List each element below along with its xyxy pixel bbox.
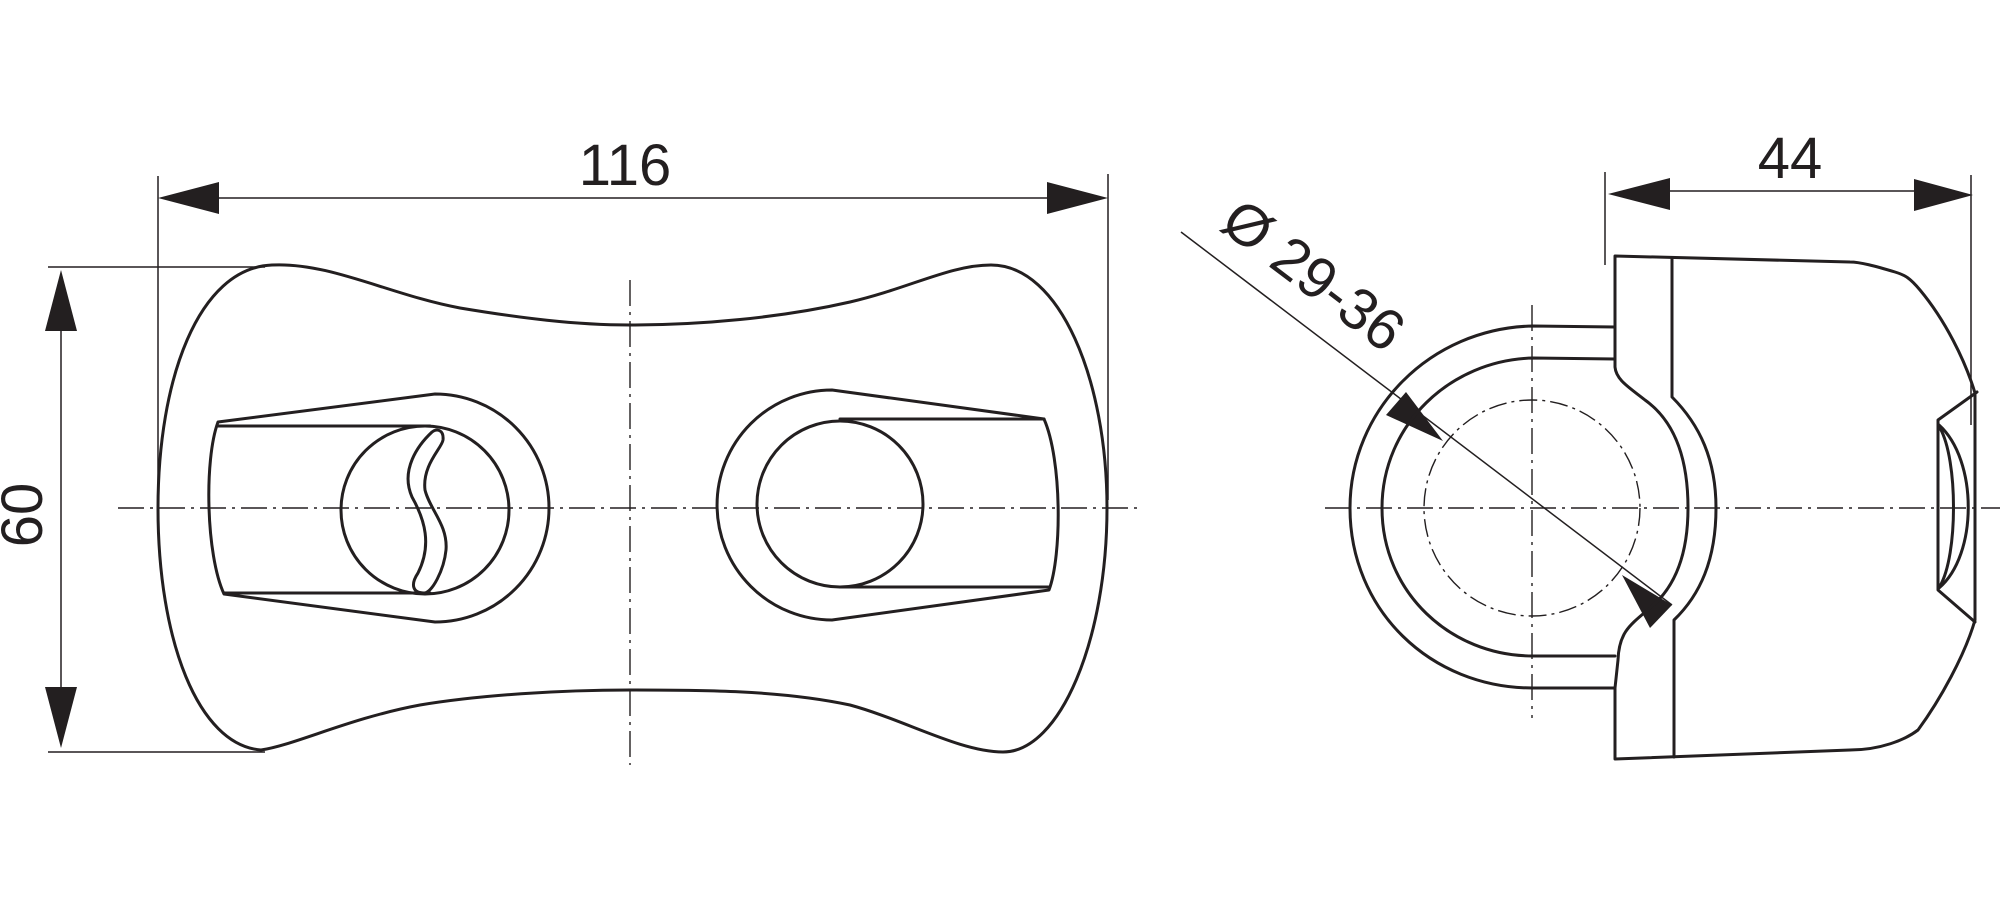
clamp-ring-outer [1348, 324, 1617, 690]
height-dimension: 60 [0, 266, 265, 753]
bore-diameter-circle [1423, 399, 1641, 617]
width-dimension: 116 [157, 133, 1109, 500]
left-cable-opening [207, 392, 551, 624]
diameter-leader-line [1180, 231, 1673, 606]
nose-lens-outer [1937, 423, 1970, 590]
right-opening-outer-contour [715, 388, 1060, 622]
arrow-right-icon [1914, 179, 1973, 211]
left-opening-outer-contour [207, 392, 551, 624]
arrow-up-icon [45, 270, 77, 331]
height-dimension-label: 60 [0, 483, 55, 548]
clamp-ring-inner [1380, 356, 1617, 658]
arrow-left-icon [1608, 178, 1670, 210]
nose-lens-inner [1938, 426, 1955, 588]
width-dimension-label: 116 [579, 133, 671, 198]
depth-dimension: 44 [1604, 126, 1973, 425]
arrow-right-icon [1047, 182, 1108, 214]
body-outline [156, 263, 1109, 754]
left-opening-bore [339, 424, 511, 596]
bore-diameter-label: Ø 29-36 [1210, 186, 1416, 364]
right-opening-bore [755, 419, 925, 589]
arrow-down-icon [45, 687, 77, 748]
housing-inner-step [1670, 256, 1718, 759]
arrow-inward-lower-icon [1622, 575, 1672, 628]
right-cable-opening [715, 388, 1060, 622]
depth-dimension-label: 44 [1758, 126, 1823, 191]
nose-chamfer [1936, 390, 1979, 624]
s-shaped-slot [406, 428, 448, 595]
side-view: 44 Ø 29-36 [1180, 126, 2000, 761]
bore-diameter-dimension: Ø 29-36 [1180, 186, 1673, 628]
housing-outline [1613, 254, 1977, 761]
arrow-left-icon [158, 182, 219, 214]
front-view: 116 60 [0, 133, 1138, 765]
